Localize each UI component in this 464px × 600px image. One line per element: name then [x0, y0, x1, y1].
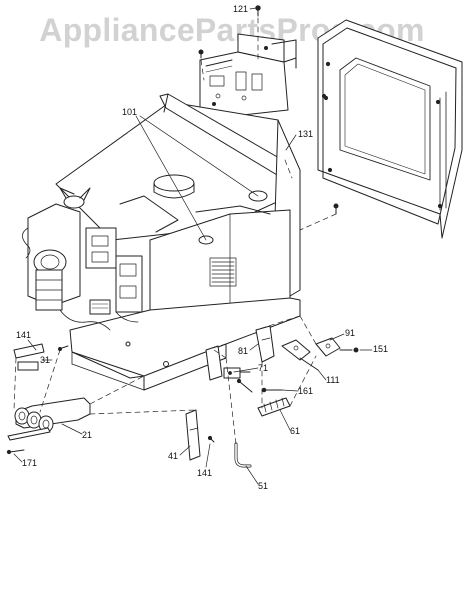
callout-101: 101 [122, 107, 138, 117]
callout-91: 91 [345, 328, 356, 338]
callout-111: 111 [326, 375, 340, 385]
assembly-dashed-lines [13, 17, 337, 445]
part-91-interlock [315, 337, 359, 357]
part-41-bracket [185, 409, 215, 461]
part-71-switch [205, 345, 253, 393]
door-panel [317, 19, 463, 239]
callout-61: 61 [290, 426, 301, 436]
transformer-assembly [22, 187, 143, 331]
callout-81: 81 [238, 346, 249, 356]
callout-121: 121 [233, 4, 249, 14]
callout-141-left: 141 [16, 330, 32, 340]
part-161-screw [261, 387, 283, 393]
cabinet-body [55, 93, 301, 391]
leader-lines [13, 7, 373, 485]
part-21-capacitor-set [7, 397, 91, 441]
callout-41: 41 [168, 451, 179, 461]
callout-131: 131 [298, 129, 314, 139]
callout-171: 171 [22, 458, 38, 468]
part-171-screw [6, 449, 25, 455]
part-81-bracket [255, 325, 275, 363]
callout-21: 21 [82, 430, 93, 440]
callout-151: 151 [373, 344, 389, 354]
part-51-tube [234, 442, 252, 468]
callout-141-bottom: 141 [197, 468, 213, 478]
callout-71: 71 [258, 363, 269, 373]
part-111-latch [281, 339, 319, 371]
callout-31: 31 [40, 355, 51, 365]
callout-51: 51 [258, 481, 269, 491]
callout-161: 161 [298, 386, 314, 396]
part-61-terminal-block [257, 397, 291, 417]
control-panel-bracket [199, 33, 297, 117]
